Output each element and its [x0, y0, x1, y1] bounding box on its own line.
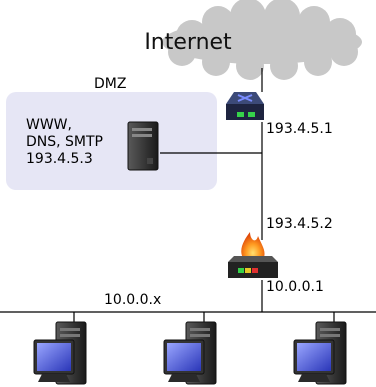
lan-subnet-label: 10.0.0.x	[104, 292, 162, 308]
router-icon	[226, 92, 264, 120]
workstation-icon	[33, 321, 87, 385]
router-ip-label: 193.4.5.1	[266, 121, 333, 137]
dmz-server-label: WWW, DNS, SMTP 193.4.5.3	[26, 117, 103, 167]
cloud-icon	[162, 0, 362, 80]
firewall-internal-ip-label: 10.0.0.1	[266, 279, 324, 295]
dmz-zone	[6, 92, 217, 190]
firewall-external-ip-label: 193.4.5.2	[266, 216, 333, 232]
internet-label: Internet	[144, 30, 232, 55]
workstation-icon	[293, 321, 347, 385]
connection-lines	[0, 68, 376, 322]
server-icon	[127, 121, 159, 171]
dmz-title: DMZ	[94, 76, 127, 92]
workstation-icon	[163, 321, 217, 385]
firewall-icon	[228, 232, 278, 278]
